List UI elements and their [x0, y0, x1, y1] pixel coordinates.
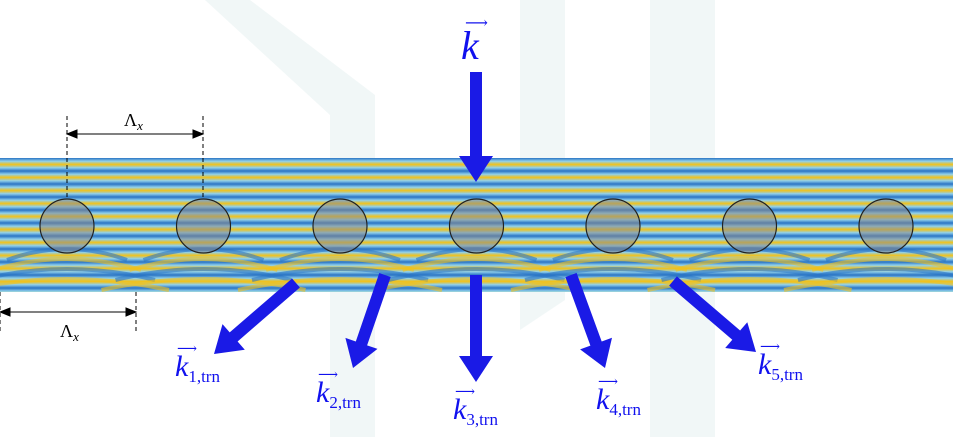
cylinder [312, 198, 368, 254]
cylinder [858, 198, 914, 254]
ripple-arc [674, 257, 825, 272]
period-dimension-top [65, 116, 205, 200]
period-dimension-bottom [0, 292, 138, 334]
transmitted-arrow-3 [459, 275, 493, 382]
transmitted-label-2: ⟶k2,trn [316, 368, 361, 412]
wave-vector-arrows [214, 72, 756, 382]
ripple-arc [783, 277, 953, 292]
ripple-arc [0, 277, 170, 292]
incident-wave-label: ⟶k [461, 15, 488, 68]
ripple-arc [797, 267, 953, 282]
ripple-arc [538, 257, 688, 272]
vector-arrow-icon: ⟶ [455, 385, 475, 400]
ripple-arc [811, 257, 953, 272]
cylinder [585, 198, 641, 254]
transmitted-label-4: ⟶k4,trn [596, 375, 641, 419]
vector-arrow-icon: ⟶ [465, 15, 488, 32]
transmitted-arrow-1 [214, 278, 300, 354]
cylinder [721, 198, 778, 254]
transmitted-arrow-5 [669, 276, 756, 352]
transmitted-label-3: ⟶k3,trn [453, 385, 498, 429]
period-label-top: Λx [124, 110, 143, 133]
vector-arrow-icon: ⟶ [598, 375, 618, 390]
ripple-arc [401, 257, 552, 272]
transmitted-label-1: ⟶k1,trn [175, 342, 220, 386]
incident-arrow [459, 72, 493, 182]
ripple-arc [128, 257, 279, 272]
cylinder [39, 198, 95, 254]
vector-arrow-icon: ⟶ [177, 342, 197, 357]
period-label-bottom: Λx [60, 321, 79, 344]
ripple-arc [237, 277, 443, 292]
ripple-arc [510, 277, 716, 292]
transmitted-arrow-4 [565, 272, 612, 368]
vector-arrow-icon: ⟶ [760, 340, 780, 355]
ripple-arc [265, 257, 415, 272]
transmitted-arrow-2 [345, 273, 391, 368]
cylinders [39, 198, 914, 254]
ripple-arc [101, 277, 306, 292]
cylinder [448, 198, 505, 254]
transmitted-label-5: ⟶k5,trn [758, 340, 803, 384]
ripple-arc [0, 257, 142, 272]
cylinder [175, 198, 232, 254]
vector-arrow-icon: ⟶ [318, 368, 338, 383]
